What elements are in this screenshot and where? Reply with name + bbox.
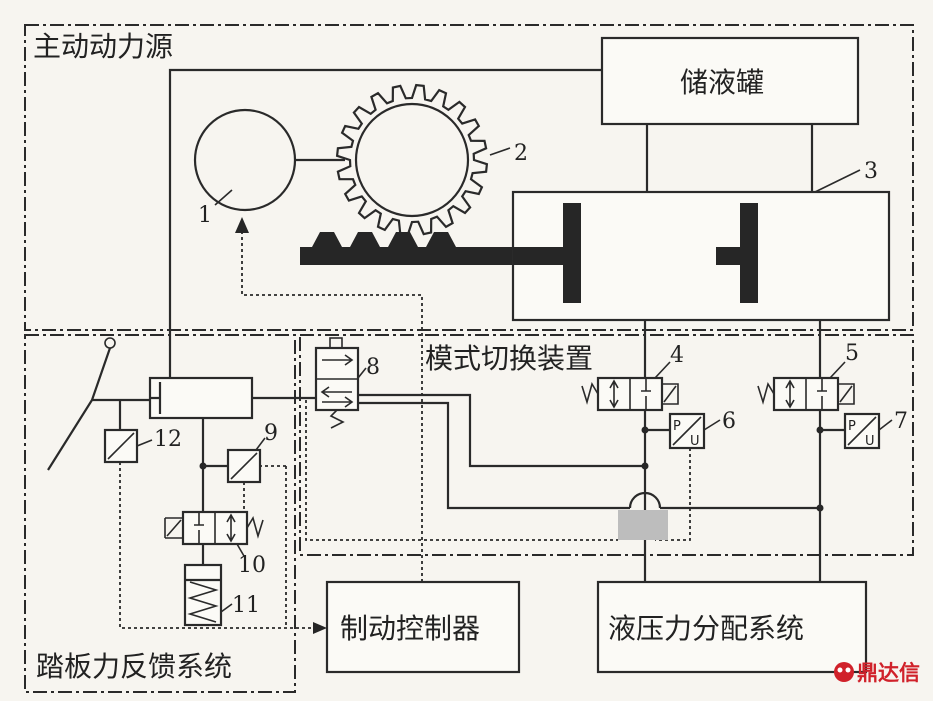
gear-inner-circle (354, 102, 470, 218)
pedal-feedback-title: 踏板力反馈系统 (36, 650, 232, 683)
sensor-6-p-label: P (673, 419, 681, 434)
master-cylinder (511, 190, 891, 322)
watermark-logo: 鼎达信 (834, 661, 920, 685)
hydraulic-distribution-system: 液压力分配系统 (596, 580, 868, 674)
callout-3: 3 (864, 159, 878, 184)
callout-9: 9 (264, 421, 278, 446)
active-power-source-region (24, 24, 914, 331)
hydraulic-distribution-label: 液压力分配系统 (608, 612, 804, 645)
callout-11: 11 (232, 593, 260, 618)
callout-8: 8 (366, 355, 380, 380)
callout-5: 5 (845, 341, 859, 366)
motor (193, 108, 297, 212)
rack (300, 232, 513, 265)
pressure-sensor-7: P U (843, 412, 881, 450)
solenoid-valve-4[interactable] (581, 376, 679, 412)
callout-6: 6 (722, 409, 736, 434)
callout-12: 12 (154, 427, 182, 452)
solenoid-valve-5[interactable] (757, 376, 855, 412)
pedal-feedback-region (24, 334, 296, 693)
sensor-6-u-label: U (690, 434, 700, 449)
brake-controller-label: 制动控制器 (340, 612, 480, 645)
pedal-travel-sensor (103, 428, 139, 464)
callout-10: 10 (238, 553, 266, 578)
sensor-7-u-label: U (865, 434, 875, 449)
solenoid-valve-10[interactable] (164, 510, 264, 546)
callout-2: 2 (514, 141, 528, 166)
callout-1: 1 (198, 203, 212, 228)
mode-switch-title: 模式切换装置 (425, 342, 593, 375)
brake-controller: 制动控制器 (325, 580, 521, 674)
callouts: 1 2 3 4 5 6 7 8 9 10 11 12 (136, 141, 908, 618)
sensor-7-p-label: P (848, 419, 856, 434)
accumulator-gray (618, 510, 668, 540)
callout-4: 4 (670, 343, 684, 368)
callout-7: 7 (894, 409, 908, 434)
mode-switch-valve-8[interactable] (314, 337, 360, 429)
active-power-source-title: 主动动力源 (33, 30, 173, 63)
gear (335, 83, 489, 237)
pressure-sensor-9 (226, 448, 262, 484)
mode-switch-region (299, 334, 914, 556)
pedal-cylinder (148, 376, 254, 420)
gear-outline (335, 83, 489, 237)
reservoir: 储液罐 (600, 36, 860, 126)
watermark-text: 鼎达信 (857, 661, 920, 685)
pressure-sensor-6: P U (668, 412, 706, 450)
pedal-feel-simulator-11 (183, 563, 223, 627)
reservoir-label: 储液罐 (680, 66, 764, 99)
